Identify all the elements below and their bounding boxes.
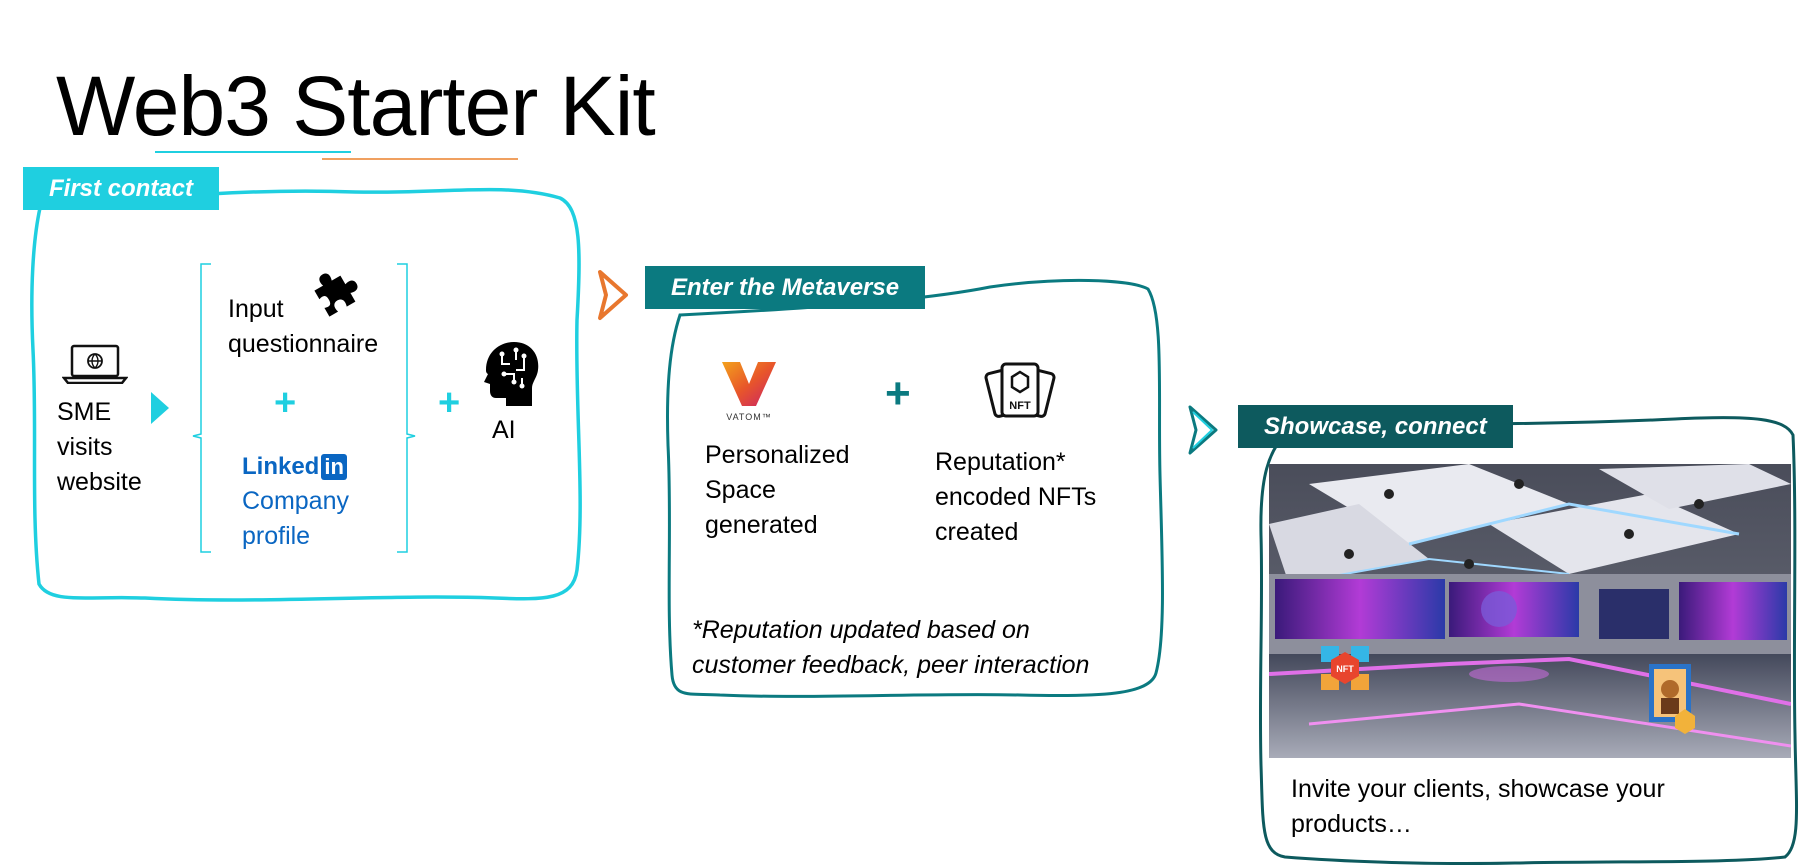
laptop-globe-icon — [62, 344, 128, 384]
linkedin-brand: Linked — [242, 453, 320, 480]
vatom-logo-text: VATOM™ — [726, 412, 772, 422]
footnote-line: customer feedback, peer interaction — [692, 651, 1090, 679]
showcase-tag: Showcase, connect — [1238, 405, 1513, 448]
metaverse-tag: Enter the Metaverse — [645, 266, 926, 309]
linkedin-line: profile — [242, 522, 311, 550]
nft-badge-text: NFT — [1336, 664, 1354, 674]
caption-line: Invite your clients, showcase your — [1291, 775, 1665, 803]
questionnaire-line: Input — [228, 295, 284, 323]
space-text: Personalized Space generated — [705, 438, 850, 543]
chevron-arrow-icon — [1188, 405, 1218, 455]
chevron-arrow-icon — [598, 270, 628, 320]
plus-sign: + — [885, 369, 911, 418]
ai-head-icon — [484, 342, 539, 406]
space-line: Personalized — [705, 441, 850, 469]
title-underline-orange — [322, 158, 518, 160]
sme-line: website — [57, 468, 142, 496]
space-line: Space — [705, 476, 776, 504]
sme-line: visits — [57, 433, 113, 461]
title-underline-cyan — [155, 151, 351, 153]
space-line: generated — [705, 511, 818, 539]
nft-line: Reputation* — [935, 448, 1066, 476]
page-title: Web3 Starter Kit — [56, 59, 656, 153]
linkedin-text: Company profile — [242, 484, 349, 554]
play-arrow-icon — [151, 392, 169, 424]
nft-icon-text: NFT — [1009, 400, 1031, 412]
bracket-group — [192, 263, 416, 553]
linkedin-in-badge: in — [321, 454, 347, 480]
nft-line: encoded NFTs — [935, 483, 1097, 511]
sme-line: SME — [57, 398, 112, 426]
caption-line: products… — [1291, 810, 1412, 838]
nft-text: Reputation* encoded NFTs created — [935, 445, 1096, 550]
puzzle-icon — [314, 273, 358, 317]
questionnaire-line: questionnaire — [228, 330, 379, 358]
footnote: *Reputation updated based on customer fe… — [692, 613, 1089, 683]
first-contact-tag: First contact — [23, 167, 220, 210]
plus-sign: + — [274, 382, 297, 424]
vatom-logo-icon: VATOM™ — [722, 362, 776, 422]
nft-cards-icon: NFT — [984, 362, 1056, 418]
sme-text: SME visits website — [57, 395, 142, 500]
first-contact-frame — [30, 187, 582, 602]
plus-sign: + — [438, 382, 461, 424]
ai-label: AI — [492, 416, 516, 444]
metaverse-frame — [666, 278, 1164, 698]
nft-line: created — [935, 518, 1019, 546]
questionnaire-text: Input questionnaire — [228, 292, 378, 362]
linkedin-line: Company — [242, 487, 349, 515]
showcase-frame — [1258, 416, 1799, 865]
showcase-caption: Invite your clients, showcase your produ… — [1291, 772, 1665, 842]
virtual-showroom-image: NFT — [1269, 464, 1791, 758]
footnote-line: *Reputation updated based on — [692, 616, 1030, 644]
